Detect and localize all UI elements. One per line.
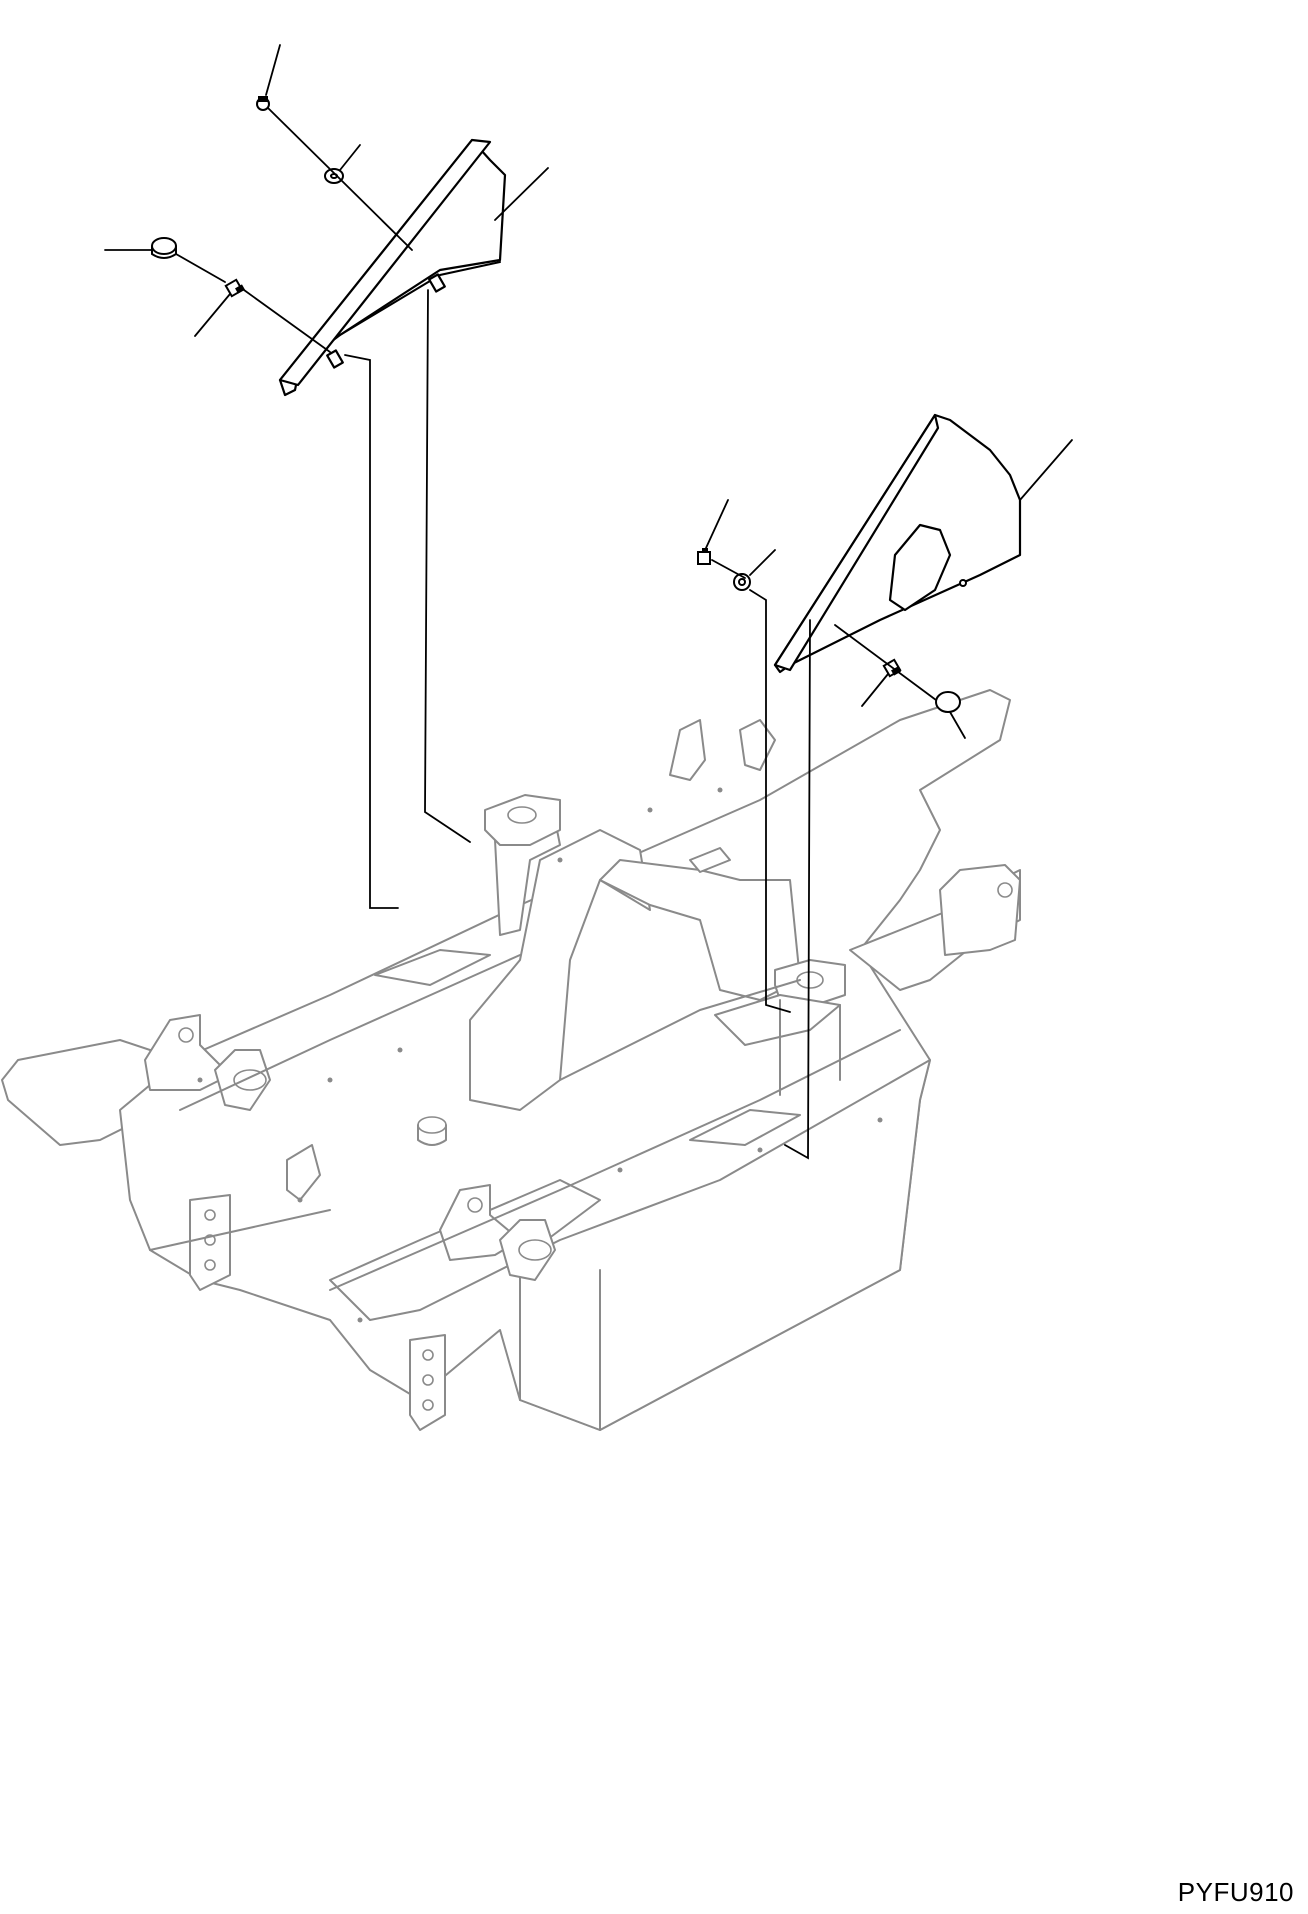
frame-right-rear-bracket xyxy=(669,719,706,781)
frame-center-pivot-body xyxy=(417,1124,447,1146)
left-bolt-lower xyxy=(224,278,245,298)
frame-top-slot xyxy=(689,847,731,873)
leader-left-bolt-lower xyxy=(194,293,231,337)
assembly-line-right-rear xyxy=(784,619,811,1160)
leader-right-bolt-lower xyxy=(861,673,889,707)
lug-hole xyxy=(422,1399,434,1411)
leader-left-washer xyxy=(339,144,361,171)
left-cover-rail xyxy=(278,138,492,387)
right-cover-hole xyxy=(959,579,967,587)
left-cover-assembly xyxy=(104,44,549,909)
frame-bolt-dots xyxy=(197,787,883,1323)
frame-edge-lines xyxy=(149,954,901,1431)
leader-left-bolt-top xyxy=(265,44,281,96)
frame-access-panel-left xyxy=(374,949,491,986)
right-cover-window xyxy=(888,523,952,612)
frame-center-pivot xyxy=(417,1116,447,1134)
frame-left-fork-1 xyxy=(144,1014,231,1091)
lug-hole xyxy=(204,1259,216,1271)
lug-hole xyxy=(204,1209,216,1221)
right-bolt-top xyxy=(697,548,711,565)
assembly-line-bolt-lower xyxy=(243,289,331,353)
assembly-line-cap xyxy=(175,253,226,283)
left-cover-tab xyxy=(428,273,446,293)
right-cover-assembly xyxy=(697,413,1073,1160)
left-cover-tab xyxy=(326,349,344,369)
frame-counterweight xyxy=(519,1059,931,1431)
left-washer xyxy=(324,168,344,184)
frame-right-column xyxy=(739,719,776,771)
right-cover-rail xyxy=(773,413,940,672)
leader-right-washer xyxy=(749,549,776,576)
frame-rear-fork-1-hole xyxy=(467,1197,483,1213)
assembly-line-left-rear xyxy=(424,289,471,843)
frame-right-boss xyxy=(939,864,1021,956)
leader-right-cap xyxy=(949,711,966,739)
revolving-frame xyxy=(1,689,1021,1431)
frame-rear-swivel xyxy=(518,1239,552,1261)
frame-left-swivel xyxy=(233,1069,267,1091)
frame-left-post-bore xyxy=(507,806,537,824)
assembly-line-left-front xyxy=(344,354,399,909)
left-bolt-top xyxy=(256,96,270,111)
lug-hole xyxy=(422,1349,434,1361)
frame-side-window xyxy=(286,1144,321,1201)
left-cap xyxy=(151,237,177,259)
lug-hole xyxy=(422,1374,434,1386)
right-washer xyxy=(733,573,751,591)
leader-right-cover xyxy=(1019,439,1073,501)
assembly-line-right-bolt xyxy=(711,559,746,579)
assembly-line-right-cap xyxy=(834,624,937,701)
left-cover-edge xyxy=(339,261,501,336)
leader-right-bolt-top xyxy=(705,499,729,549)
frame-access-panel-rear xyxy=(689,1109,801,1146)
assembly-line-bolt-top xyxy=(267,107,413,251)
frame-right-boss-hole xyxy=(997,882,1013,898)
drawing-code-label: PYFU910 xyxy=(1177,1877,1294,1907)
assembly-line-right-front xyxy=(749,589,791,1013)
right-cap xyxy=(935,691,961,713)
frame-left-fork-1-hole xyxy=(178,1027,194,1043)
leader-left-cover xyxy=(494,167,549,221)
